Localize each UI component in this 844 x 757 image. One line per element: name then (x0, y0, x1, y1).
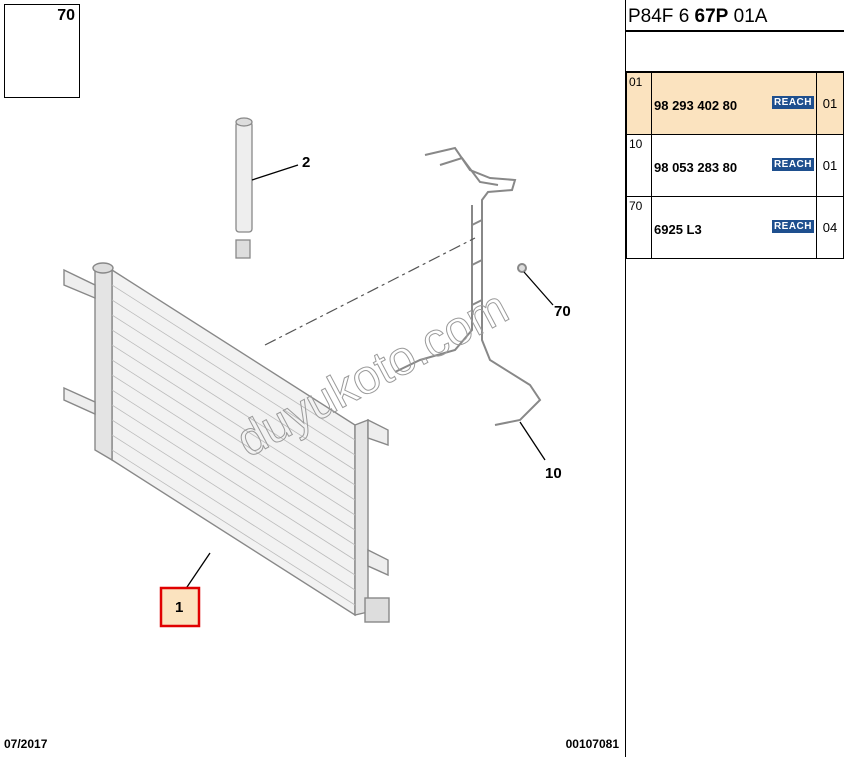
parts-row[interactable]: 10 98 053 283 80 REACH 01 (626, 134, 844, 197)
part-number[interactable]: 98 293 402 80 (654, 98, 738, 113)
parts-table: 01 98 293 402 80 REACH 01 10 98 053 283 … (626, 72, 844, 259)
leader-lines (184, 164, 554, 591)
part-qty: 01 (816, 134, 844, 197)
header-spacer (626, 32, 844, 72)
reach-badge[interactable]: REACH (771, 158, 814, 171)
fastener-inset[interactable]: 70 (4, 4, 80, 98)
condenser-part-1[interactable] (63, 262, 390, 623)
diagram-drawing: duyukoto.com 2 70 10 1 (9, 29, 571, 628)
alignment-dashed-line (264, 237, 476, 346)
callout-1[interactable]: 1 (175, 599, 183, 616)
ref-prefix: P84F 6 (628, 6, 695, 27)
part-qty: 01 (816, 72, 844, 135)
callout-10[interactable]: 10 (545, 465, 562, 482)
footer-date: 07/2017 (4, 737, 48, 751)
reference-title: P84F 6 67P 01A (626, 0, 844, 32)
part-qty: 04 (816, 196, 844, 259)
callout-2[interactable]: 2 (302, 154, 310, 171)
bracket-part-10[interactable] (394, 146, 542, 426)
part-number[interactable]: 98 053 283 80 (654, 160, 738, 175)
parts-panel: P84F 6 67P 01A 01 98 293 402 80 REACH 01… (626, 0, 844, 757)
part-cell: 98 053 283 80 REACH (651, 134, 817, 197)
parts-row[interactable]: 01 98 293 402 80 REACH 01 (626, 72, 844, 135)
reach-badge[interactable]: REACH (771, 220, 814, 233)
ref-bold: 67P (694, 6, 729, 27)
part-number[interactable]: 6925 L3 (654, 222, 702, 237)
exploded-parts-diagram: duyukoto.com 2 70 10 1 70 07/2017 001070… (4, 0, 626, 757)
part-index: 70 (626, 196, 652, 259)
part-cell: 6925 L3 REACH (651, 196, 817, 259)
callout-1-box[interactable] (159, 586, 201, 628)
reach-badge[interactable]: REACH (771, 96, 814, 109)
footer-code: 00107081 (565, 737, 619, 751)
ref-suffix: 01A (728, 6, 768, 27)
part-index: 01 (626, 72, 652, 135)
callout-70[interactable]: 70 (554, 303, 571, 320)
part-index: 10 (626, 134, 652, 197)
parts-row[interactable]: 70 6925 L3 REACH 04 (626, 196, 844, 259)
drier-part-2[interactable] (235, 117, 253, 259)
part-cell: 98 293 402 80 REACH (651, 72, 817, 135)
inset-number: 70 (57, 7, 75, 24)
